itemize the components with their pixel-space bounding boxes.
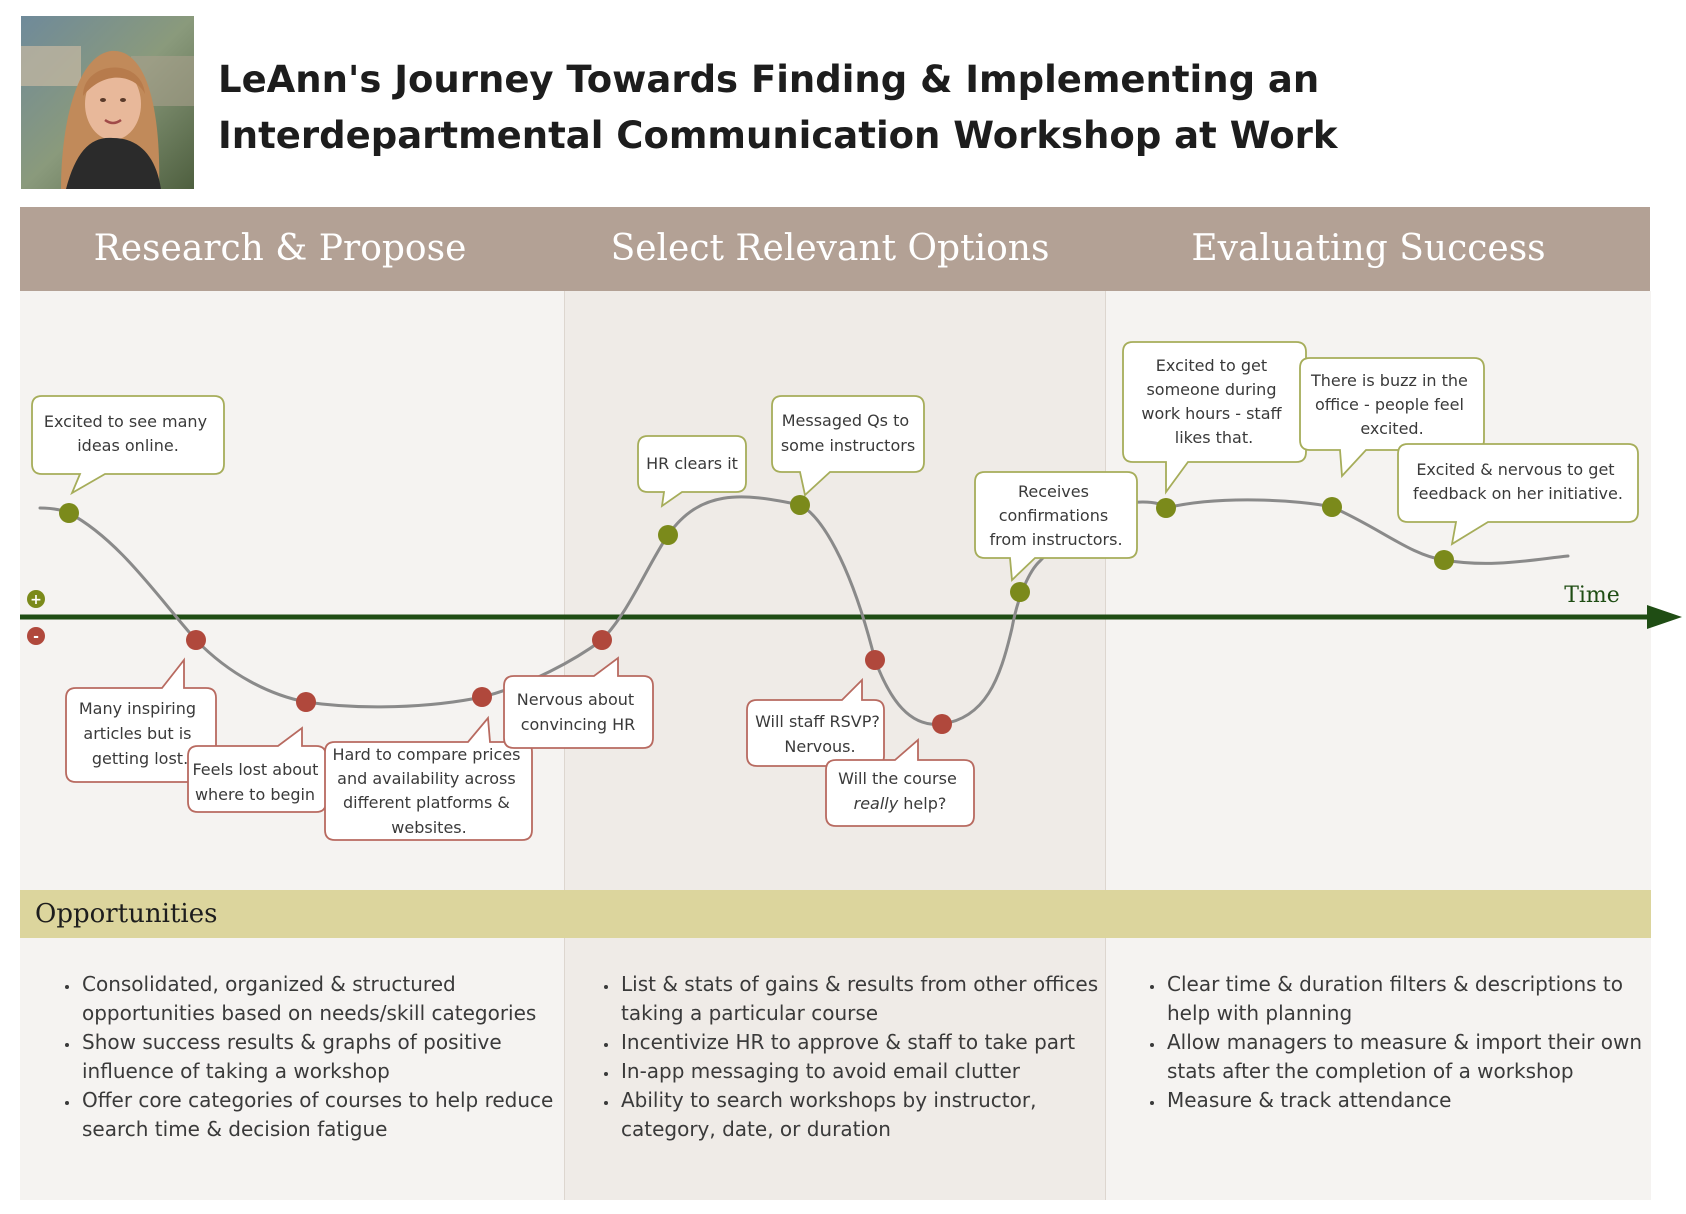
- journey-point-marker-6: [658, 525, 678, 545]
- list-item: Clear time & duration filters & descript…: [1165, 970, 1655, 1028]
- journey-point: Will staff RSVP? Nervous.: [746, 677, 885, 767]
- time-axis-label: Time: [1564, 583, 1620, 608]
- time-axis-arrow-icon: [1647, 605, 1682, 629]
- journey-point: Excited & nervous to get feedback on her…: [1397, 443, 1639, 546]
- list-item: Offer core categories of courses to help…: [80, 1086, 570, 1144]
- journey-point: Will the course really help?: [825, 738, 975, 827]
- list-item: In-app messaging to avoid email clutter: [619, 1057, 1099, 1086]
- negative-sign: -: [33, 629, 39, 645]
- journey-point-marker-11: [1156, 498, 1176, 518]
- emotion-curve: [38, 495, 1570, 726]
- list-item: Show success results & graphs of positiv…: [80, 1028, 570, 1086]
- bubble-text-4: Hard to compare prices and availability …: [332, 745, 525, 837]
- bubble-text-5: Nervous about convincing HR: [517, 690, 639, 734]
- page-title: LeAnn's Journey Towards Finding & Implem…: [218, 58, 1338, 157]
- positive-icon: [27, 590, 45, 608]
- bubble-text-8: Will staff RSVP? Nervous.: [755, 712, 885, 756]
- journey-point-marker-3: [296, 692, 316, 712]
- list-item: Ability to search workshops by instructo…: [619, 1086, 1099, 1144]
- opportunity-list-2: List & stats of gains & results from oth…: [597, 970, 1099, 1144]
- journey-point-marker-9: [932, 714, 952, 734]
- journey-point-marker-5: [592, 630, 612, 650]
- bubble-text-9: Will the course really help?: [838, 769, 962, 813]
- journey-point: Receives confirmations from instructors.: [974, 471, 1138, 582]
- journey-point: Messaged Qs to some instructors: [771, 395, 925, 497]
- list-item: Incentivize HR to approve & staff to tak…: [619, 1028, 1099, 1057]
- journey-point-marker-2: [186, 630, 206, 650]
- list-item: Allow managers to measure & import their…: [1165, 1028, 1655, 1086]
- opportunity-column-3-bg: [1106, 938, 1651, 1200]
- bubble-text-12: There is buzz in the office - people fee…: [1310, 371, 1473, 438]
- bubble-text-11: Excited to get someone during work hours…: [1141, 356, 1286, 447]
- journey-point: HR clears it: [637, 435, 747, 508]
- phase-title-research: Research & Propose: [93, 228, 467, 269]
- bubble-text-7: Messaged Qs to some instructors: [781, 411, 915, 455]
- journey-point-marker-8: [865, 650, 885, 670]
- opportunity-column-1-bg: [20, 938, 564, 1200]
- phase-title-evaluate: Evaluating Success: [1191, 228, 1546, 269]
- bubble-text-2: Many inspiring articles but is getting l…: [79, 699, 201, 768]
- opportunity-column-2-bg: [564, 938, 1106, 1200]
- phase-header-band: [20, 207, 1650, 291]
- negative-icon: [27, 627, 45, 645]
- positive-sign: +: [30, 592, 42, 608]
- list-item: Measure & track attendance: [1165, 1086, 1655, 1115]
- opportunity-list-1: Consolidated, organized & structured opp…: [58, 970, 570, 1144]
- journey-point-marker-12: [1322, 497, 1342, 517]
- list-item: List & stats of gains & results from oth…: [619, 970, 1099, 1028]
- avatar: [21, 16, 194, 189]
- bubble-text-10: Receives confirmations from instructors.: [989, 482, 1122, 549]
- bubble-text-3: Feels lost about where to begin: [192, 760, 323, 804]
- journey-point: Excited to see many ideas online.: [31, 395, 225, 496]
- opportunities-title: Opportunities: [35, 899, 218, 929]
- bubble-text-1: Excited to see many ideas online.: [44, 412, 212, 455]
- persona-photo: [21, 16, 194, 189]
- journey-point-marker-4: [472, 687, 492, 707]
- journey-point-marker-1: [59, 503, 79, 523]
- journey-point-marker-7: [790, 495, 810, 515]
- journey-point: Hard to compare prices and availability …: [324, 715, 533, 841]
- journey-point-marker-13: [1434, 550, 1454, 570]
- list-item: Consolidated, organized & structured opp…: [80, 970, 570, 1028]
- journey-point: Excited to get someone during work hours…: [1122, 341, 1307, 495]
- journey-point-marker-10: [1010, 582, 1030, 602]
- journey-point: Feels lost about where to begin: [187, 726, 327, 813]
- opportunities-band: [20, 890, 1651, 938]
- bubble-text-13: Excited & nervous to get feedback on her…: [1413, 460, 1623, 503]
- journey-point: Nervous about convincing HR: [503, 656, 654, 749]
- bubble-text-6: HR clears it: [646, 454, 738, 473]
- journey-point: Many inspiring articles but is getting l…: [65, 657, 217, 783]
- opportunity-list-3: Clear time & duration filters & descript…: [1143, 970, 1655, 1115]
- phase-title-select: Select Relevant Options: [610, 228, 1050, 269]
